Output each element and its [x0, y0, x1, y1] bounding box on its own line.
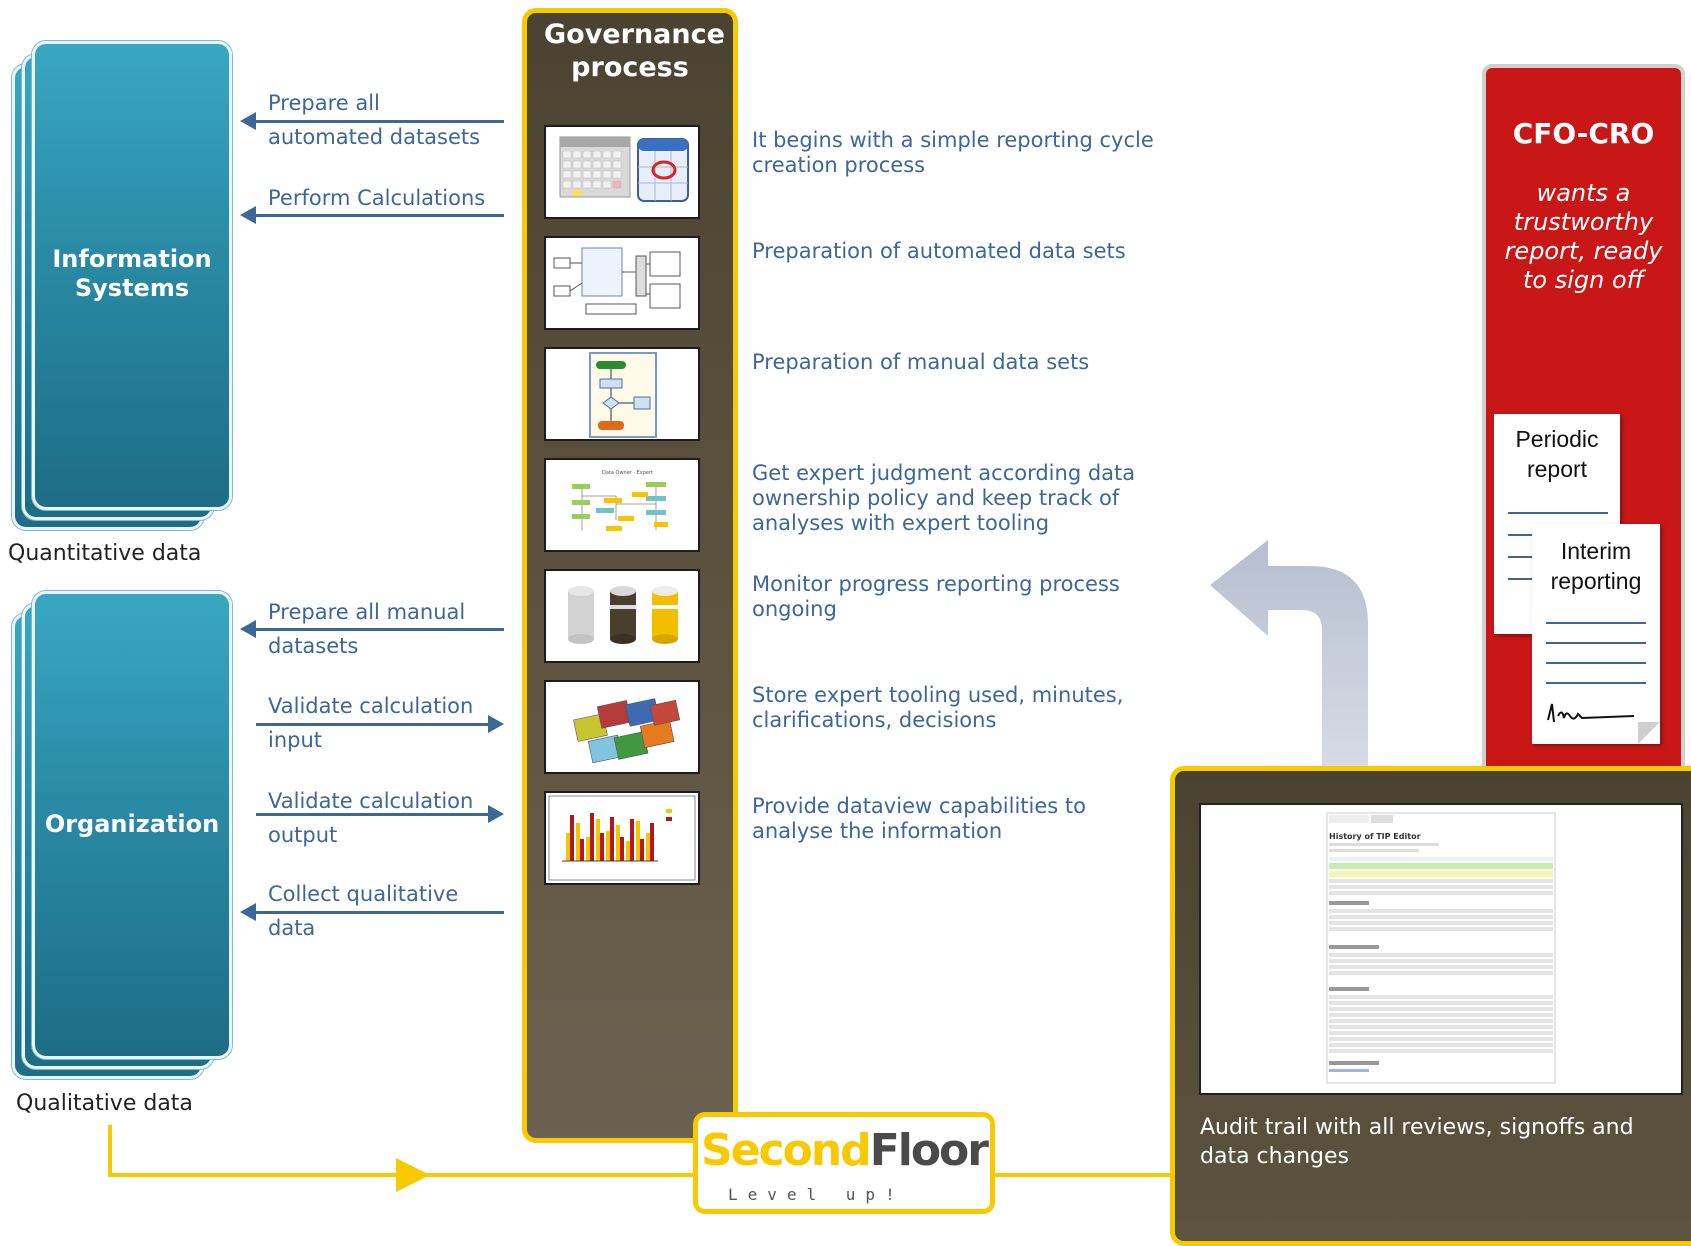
bar-chart-icon	[544, 791, 700, 885]
organization-label: Organization	[44, 810, 220, 838]
database-cylinders-icon	[544, 569, 700, 663]
arrow-label-prepare-automated: Prepare all automated datasets	[268, 91, 481, 149]
card-front	[32, 41, 232, 510]
arrow-right-icon	[488, 805, 504, 823]
step-5-text: Monitor progress reporting process ongoi…	[752, 572, 1120, 621]
arrow-line	[256, 214, 504, 217]
arrow-left-icon	[240, 112, 256, 130]
interim-reporting-title: Interim reporting	[1550, 538, 1642, 594]
arrow-label-prepare-manual: Prepare all manual datasets	[268, 600, 466, 658]
governance-title: Governance process	[544, 19, 725, 83]
quantitative-data-caption: Quantitative data	[8, 541, 202, 566]
arrow-label-collect-qualitative: Collect qualitative data	[268, 882, 459, 940]
logo-part1: Second	[701, 1125, 872, 1176]
org-chart-icon: Data Owner · Expert	[544, 458, 700, 552]
audit-screenshot-title: History of TIP Editor	[1329, 832, 1421, 841]
svg-text:Data Owner · Expert: Data Owner · Expert	[602, 470, 653, 476]
flowchart-icon	[544, 347, 700, 441]
data-flow-diagram-icon	[544, 236, 700, 330]
audit-trail-text: Audit trail with all reviews, signoffs a…	[1200, 1115, 1634, 1169]
step-6-text: Store expert tooling used, minutes, clar…	[752, 683, 1124, 732]
periodic-report-title: Periodic report	[1515, 426, 1599, 482]
logo-tagline: Level up!	[728, 1185, 905, 1204]
signature-icon	[1547, 703, 1635, 723]
arrow-left-icon	[240, 620, 256, 638]
page-curl-icon	[1638, 722, 1660, 744]
step-7-text: Provide dataview capabilities to analyse…	[752, 794, 1086, 843]
document-line	[1546, 682, 1646, 684]
logo-wordmark: SecondFloor	[698, 1125, 990, 1176]
information-systems-label: Information Systems	[52, 245, 212, 302]
arrow-label-validate-input: Validate calculation input	[268, 694, 474, 752]
arrow-line	[256, 723, 498, 726]
arrow-right-icon	[488, 715, 504, 733]
logo-part2: Floor	[869, 1125, 989, 1176]
folders-icon	[544, 680, 700, 774]
audit-history-screenshot: History of TIP Editor	[1199, 803, 1683, 1095]
arrow-line	[256, 120, 504, 123]
step-2-text: Preparation of automated data sets	[752, 239, 1126, 263]
cfo-cro-subtitle: wants a trustworthy report, ready to sig…	[1504, 179, 1663, 294]
card-front	[32, 591, 232, 1059]
document-line	[1546, 662, 1646, 664]
calendar-icon	[544, 125, 700, 219]
connector-arrow-icon	[396, 1158, 430, 1192]
step-4-text: Get expert judgment according data owner…	[752, 461, 1136, 535]
cfo-cro-title: CFO-CRO	[1512, 117, 1655, 150]
document-line	[1508, 512, 1608, 514]
return-arrow-icon	[1210, 540, 1368, 780]
arrow-left-icon	[240, 206, 256, 224]
arrow-left-icon	[240, 903, 256, 921]
arrow-line	[256, 628, 504, 631]
connector-line	[108, 1125, 112, 1177]
connector-line	[995, 1173, 1175, 1177]
arrow-line	[256, 813, 498, 816]
document-line	[1546, 622, 1646, 624]
arrow-label-validate-output: Validate calculation output	[268, 789, 474, 847]
qualitative-data-caption: Qualitative data	[16, 1091, 193, 1116]
document-line	[1546, 642, 1646, 644]
arrow-label-perform-calculations: Perform Calculations	[268, 186, 486, 210]
secondfloor-logo: SecondFloor Level up!	[693, 1112, 995, 1214]
step-3-text: Preparation of manual data sets	[752, 350, 1090, 374]
step-1-text: It begins with a simple reporting cycle …	[752, 128, 1154, 177]
arrow-line	[256, 911, 504, 914]
interim-reporting-document: Interim reporting	[1532, 524, 1660, 744]
